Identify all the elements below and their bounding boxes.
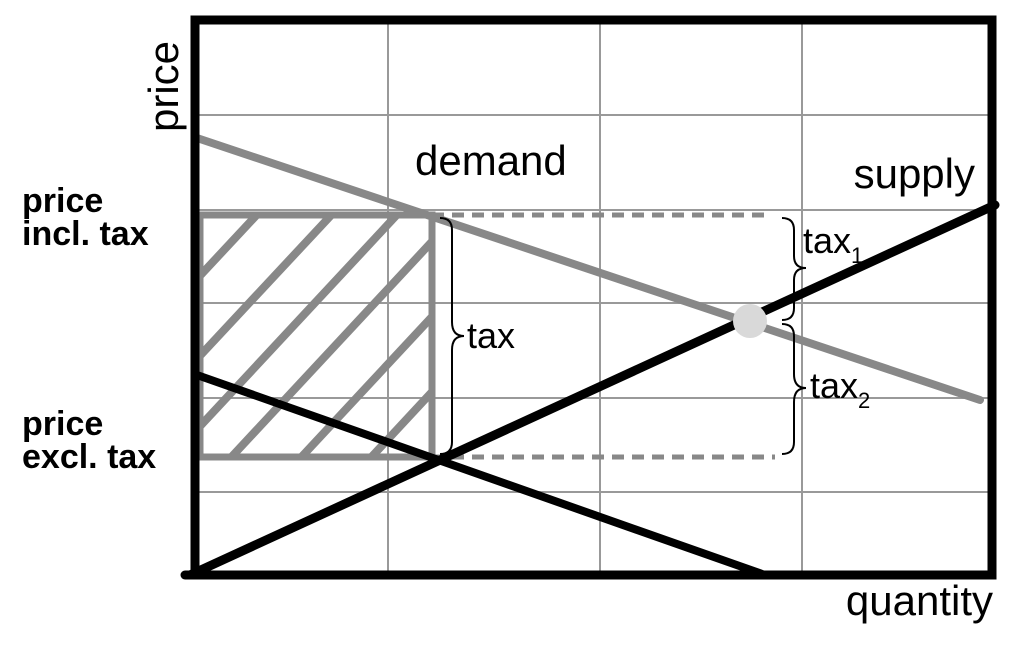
tax-brace [439, 217, 465, 455]
tax1-label: tax1 [803, 220, 863, 268]
hatch-line [295, 310, 432, 457]
tax2-label: tax2 [810, 365, 870, 413]
tax-revenue-border [196, 211, 436, 461]
tax1-label-sub: 1 [851, 243, 863, 268]
x-axis-label: quantity [846, 577, 993, 624]
tax1-label-main: tax [803, 220, 851, 261]
hatch-line [200, 215, 263, 282]
hatch-line [200, 215, 403, 433]
tax-total-label: tax [467, 315, 515, 356]
price-excl-tax-label-line2: excl. tax [22, 438, 156, 476]
y-axis-label: price [140, 41, 187, 132]
price-incl-tax-label-line1: price [22, 182, 103, 220]
equilibrium-point [733, 304, 767, 338]
price-incl-tax-label-line2: incl. tax [22, 215, 149, 253]
tax-revenue-area [196, 211, 436, 461]
grid [195, 20, 992, 575]
hatch-line [200, 215, 337, 362]
hatch-line [225, 235, 432, 457]
demand-curve [193, 134, 984, 404]
price-excl-tax-label-line1: price [22, 405, 103, 443]
tax2-label-sub: 2 [858, 388, 870, 413]
demand-label: demand [415, 137, 567, 184]
hatch-line [365, 386, 432, 457]
supply-label: supply [854, 150, 975, 197]
tax2-brace [781, 323, 807, 455]
tax2-label-main: tax [810, 365, 858, 406]
shifted-demand-curve [193, 371, 769, 579]
supply-curve [185, 200, 1000, 580]
tax1-brace [781, 217, 807, 321]
